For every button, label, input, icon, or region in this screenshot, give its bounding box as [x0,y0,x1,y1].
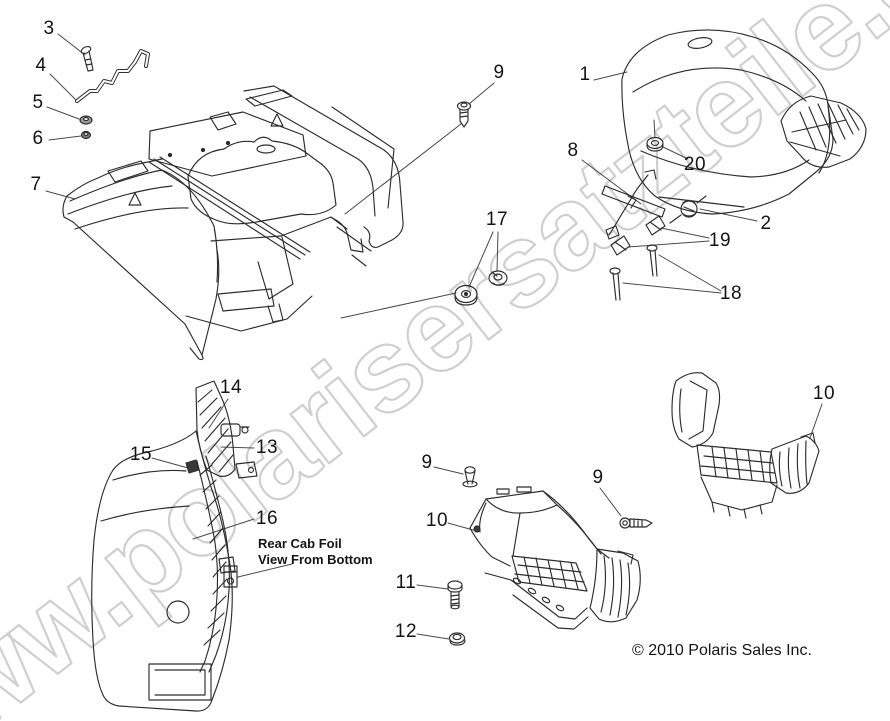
leader-lines [45,33,823,640]
callout-16: 16 [255,508,279,529]
support-rod-part-4 [75,49,150,103]
clips-part-19 [610,215,666,256]
callout-13: 13 [255,437,279,458]
callout-17: 17 [485,209,509,230]
callout-9-top: 9 [493,62,505,83]
warning-icon [270,113,284,127]
washer-part-5 [79,115,93,125]
nut-part-12 [448,632,466,646]
nut-part-6 [80,130,92,140]
view-note-line1: Rear Cab Foil [258,536,342,551]
callout-15: 15 [129,444,153,465]
callout-19: 19 [708,230,732,251]
callout-10-right: 10 [812,383,836,404]
callout-1: 1 [579,64,591,85]
callout-12: 12 [394,621,418,642]
pushpin-part-9-left [462,466,478,488]
callout-5: 5 [32,92,44,113]
pins-part-18 [609,244,658,301]
callout-10-left: 10 [425,510,449,531]
seat-part-1 [621,29,867,215]
grommets-part-17 [454,270,508,306]
rear-cab-part-7 [62,85,404,361]
view-note-line2: View From Bottom [258,551,373,567]
callout-3: 3 [43,18,55,39]
clip-part-15 [185,459,200,474]
callout-9-right: 9 [592,467,604,488]
view-note: Rear Cab Foil View From Bottom [258,536,373,568]
rivet-part-9-right [619,517,653,529]
rivet-part-9-top [456,101,472,128]
footwell-right-part-10 [671,372,820,519]
callout-20: 20 [683,154,707,175]
callout-6: 6 [32,128,44,149]
bolt-part-3 [80,45,94,72]
spring-part-2 [669,195,707,224]
rear-cab-foil-part [91,380,258,712]
callout-11: 11 [395,572,417,593]
footwell-left-part-10 [469,486,641,630]
callout-4: 4 [35,55,47,76]
nut-part-20 [646,136,664,152]
copyright-text: © 2010 Polaris Sales Inc. [632,642,812,659]
callout-7: 7 [30,174,42,195]
callout-9-left: 9 [421,452,433,473]
callout-14: 14 [219,377,243,398]
callout-18: 18 [719,283,743,304]
callout-2: 2 [760,213,772,234]
bolt-part-11 [447,580,463,610]
callout-8: 8 [567,140,579,161]
latch-bracket-part-8 [601,169,666,240]
warning-icon [128,192,142,206]
